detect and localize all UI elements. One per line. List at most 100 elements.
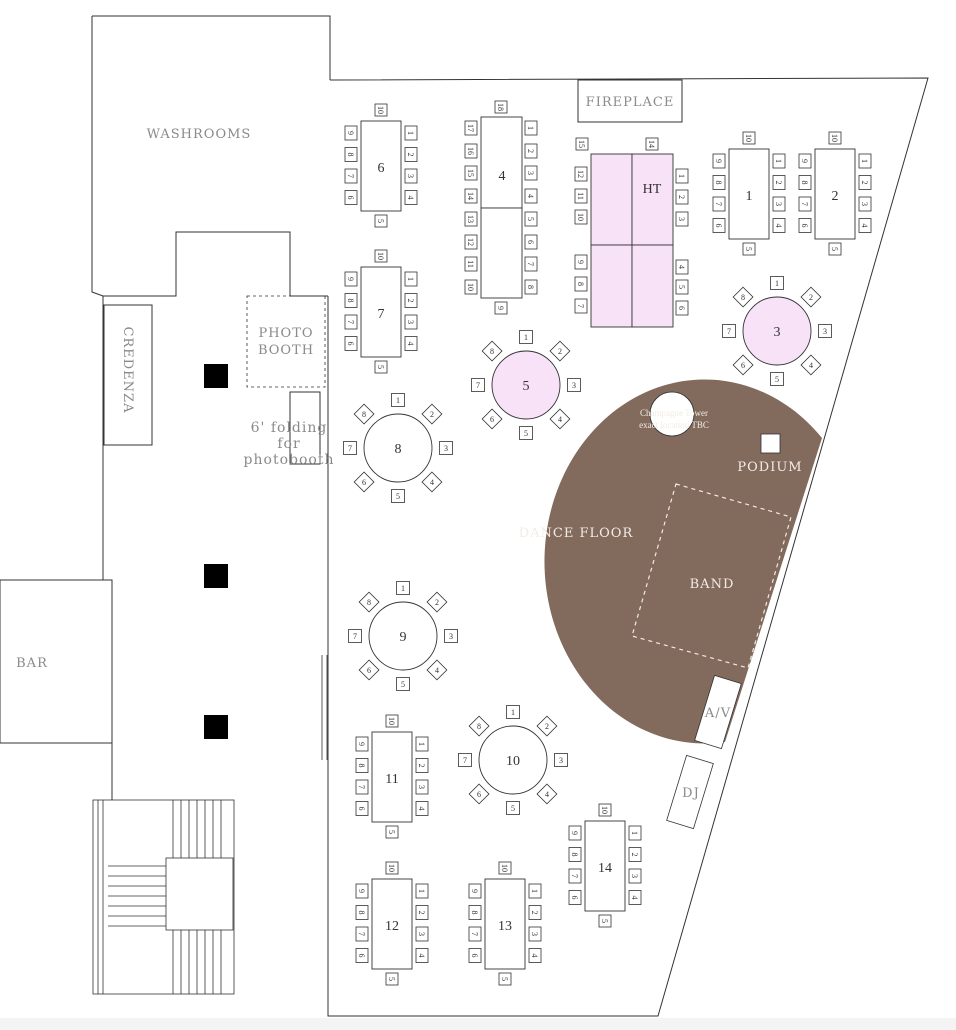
table-label: 3 [774, 325, 781, 340]
credenza [103, 304, 153, 446]
seat-number: 1 [511, 708, 515, 717]
seat: 2 [524, 143, 538, 159]
seat-number: 7 [346, 320, 355, 324]
seat-number: 10 [830, 134, 839, 142]
seat: 6 [568, 890, 582, 905]
seat-number: 8 [714, 181, 723, 185]
seat-number: 8 [470, 911, 479, 915]
seat-number: 10 [466, 283, 475, 291]
seat: 7 [471, 378, 485, 392]
seat: 9 [344, 271, 358, 287]
seat-number: 6 [477, 790, 481, 799]
band-stage [631, 483, 792, 669]
seat: 8 [481, 340, 503, 362]
seat: 10 [828, 131, 842, 145]
seat: 1 [858, 153, 872, 169]
seat-number: 1 [417, 742, 426, 746]
seat-number: 7 [353, 632, 357, 641]
photo-booth [246, 295, 326, 388]
seat: 10 [574, 209, 588, 225]
seat-number: 6 [800, 224, 809, 228]
seat: 2 [858, 175, 872, 190]
seat: 7 [722, 324, 736, 338]
seat: 4 [421, 471, 443, 493]
seat-number: 5 [511, 804, 515, 813]
round-tables: 8123456785123456783123456789123456781012… [343, 276, 832, 815]
seat: 2 [404, 293, 418, 308]
seat-number: 1 [774, 159, 783, 163]
table-label: 14 [598, 861, 612, 876]
seat-number: 6 [526, 240, 535, 244]
dance-floor: DANCE FLOOR BAND Champagne Tower exact l… [519, 379, 822, 744]
seat-number: 2 [417, 911, 426, 915]
seat: 5 [519, 426, 533, 440]
seat-number: 9 [800, 159, 809, 163]
seat: 5 [391, 489, 405, 503]
seat-number: 1 [396, 396, 400, 405]
seat: 8 [574, 276, 588, 292]
seat-number: 9 [346, 277, 355, 281]
seat-number: 3 [417, 785, 426, 789]
seat: 8 [712, 175, 726, 190]
seat-number: 7 [476, 381, 480, 390]
seat: 9 [355, 736, 369, 752]
seat-number: 9 [357, 742, 366, 746]
seat: 11 [574, 188, 588, 204]
seat-number: 3 [449, 632, 453, 641]
seat: 7 [574, 298, 588, 314]
seat: 8 [344, 147, 358, 162]
seat: 1 [519, 330, 533, 344]
seat-number: 10 [387, 717, 396, 725]
bar-block [0, 579, 113, 744]
dance-floor-label: DANCE FLOOR [519, 526, 634, 541]
seat-number: 4 [406, 342, 415, 346]
seat: 3 [404, 168, 418, 184]
pillar [204, 564, 228, 588]
seat: 2 [628, 847, 642, 862]
seat: 4 [404, 336, 418, 351]
seat-number: 5 [677, 285, 686, 289]
pillar [204, 715, 228, 739]
seat-number: 5 [387, 830, 396, 834]
seat: 5 [770, 372, 784, 386]
seat: 2 [528, 905, 542, 920]
seat-number: 8 [357, 764, 366, 768]
seat: 1 [528, 883, 542, 899]
seat: 1 [524, 120, 538, 136]
seat: 12 [574, 166, 588, 182]
seat: 7 [458, 753, 472, 767]
seat-number: 7 [570, 874, 579, 878]
seat-number: 3 [823, 327, 827, 336]
seat: 8 [798, 175, 812, 190]
seat: 4 [628, 890, 642, 905]
seat-number: 5 [376, 219, 385, 223]
seat-number: 8 [357, 911, 366, 915]
seat: 6 [798, 218, 812, 233]
seat: 4 [675, 259, 689, 275]
seat: 8 [355, 905, 369, 920]
seat: 3 [628, 868, 642, 884]
seat: 5 [598, 914, 612, 928]
seat: 7 [355, 926, 369, 942]
seat-number: 3 [860, 202, 869, 206]
walls: A/V DJ [0, 15, 929, 1017]
seat: 2 [549, 340, 571, 362]
credenza-label: CREDENZA [120, 327, 135, 414]
seat: 2 [800, 286, 822, 308]
seat-number: 10 [387, 864, 396, 872]
seat: 4 [415, 948, 429, 963]
seat: 14 [464, 188, 478, 204]
seat: 7 [344, 168, 358, 184]
staircase [92, 799, 235, 995]
seat-number: 7 [463, 756, 467, 765]
seat: 2 [404, 147, 418, 162]
seat: 7 [568, 868, 582, 884]
seat: 1 [772, 153, 786, 169]
seat: 3 [528, 926, 542, 942]
seat: 7 [468, 926, 482, 942]
seat-number: 6 [346, 342, 355, 346]
seat-number: 9 [357, 889, 366, 893]
band-label: BAND [690, 577, 735, 592]
seat-number: 3 [406, 174, 415, 178]
